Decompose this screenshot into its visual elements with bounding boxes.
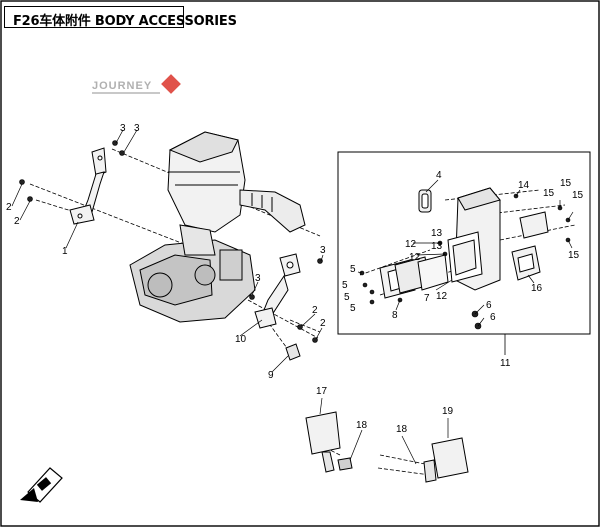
callout-16: 16 [531, 283, 543, 294]
subassembly-box [337, 151, 591, 335]
callout-13b: 13 [431, 241, 443, 252]
watermark-text: JOURNEY [92, 80, 152, 92]
engine-assembly [129, 131, 306, 323]
callout-10: 10 [235, 334, 247, 345]
callout-2a: 2 [6, 202, 12, 213]
callout-2d: 2 [320, 318, 326, 329]
callout-18b: 18 [396, 424, 408, 435]
callout-6a: 6 [486, 300, 492, 311]
left-bracket-part1 [69, 147, 107, 225]
callout-8: 8 [392, 310, 398, 321]
mirror-right [431, 437, 469, 479]
callout-5b: 5 [342, 280, 348, 291]
subassembly-parts [379, 187, 549, 299]
callout-18a: 18 [356, 420, 368, 431]
callout-11: 11 [500, 358, 511, 369]
mirror-left [305, 411, 341, 455]
leader-lines [11, 129, 574, 465]
callout-2c: 2 [312, 305, 318, 316]
callout-19: 19 [442, 406, 454, 417]
mirrors [305, 411, 469, 483]
callout-5d: 5 [350, 303, 356, 314]
direction-arrow-icon [20, 467, 63, 503]
callout-14: 14 [518, 180, 530, 191]
callout-3a: 3 [120, 123, 126, 134]
title-box: F26车体附件 BODY ACCESSORIES [4, 6, 237, 29]
callout-6b: 6 [490, 312, 496, 323]
callout-17: 17 [316, 386, 328, 397]
callout-15b: 15 [560, 178, 572, 189]
callout-13a: 13 [431, 228, 443, 239]
callout-12b: 12 [409, 252, 421, 263]
watermark-logo: JOURNEY [92, 74, 181, 94]
callout-15a: 15 [543, 188, 555, 199]
callout-5c: 5 [344, 292, 350, 303]
callout-2b: 2 [14, 216, 20, 227]
callout-4: 4 [436, 170, 442, 181]
callout-3b: 3 [134, 123, 140, 134]
callout-labels: 2 2 1 3 3 3 3 2 2 10 9 4 14 15 15 15 15 … [6, 123, 584, 435]
callout-12c: 12 [436, 291, 448, 302]
bracket-part10 [254, 253, 301, 329]
callout-5a: 5 [350, 264, 356, 275]
watermark-emblem-icon [161, 74, 181, 94]
callout-9: 9 [268, 370, 274, 381]
bolt-part9 [285, 343, 301, 361]
page-title: F26车体附件 BODY ACCESSORIES [13, 14, 237, 29]
callout-15c: 15 [572, 190, 584, 201]
callout-3c: 3 [255, 273, 261, 284]
callout-15d: 15 [568, 250, 580, 261]
callout-12a: 12 [405, 239, 417, 250]
callout-3d: 3 [320, 245, 326, 256]
callout-1: 1 [62, 246, 68, 257]
callout-7: 7 [424, 293, 430, 304]
